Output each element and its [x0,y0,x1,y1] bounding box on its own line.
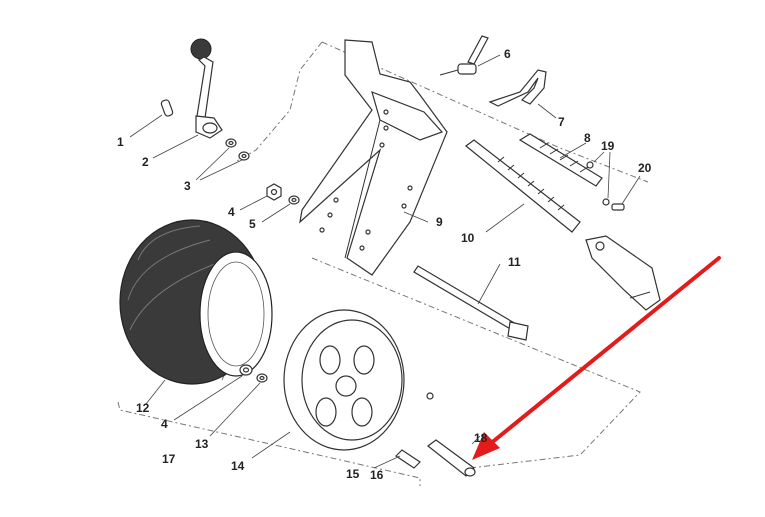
label-17: 17 [162,452,176,466]
part-14-rim [251,309,405,459]
label-3: 3 [184,179,191,193]
label-16: 16 [370,468,384,482]
part-4-13-bearing [173,364,268,437]
part-2-crank-handle [152,38,223,159]
part-19-screw [586,151,611,206]
part-6-hook-bolt [439,35,501,76]
part-20-bolt [611,175,641,211]
part-4-nut-upper [239,183,282,211]
part-10-spindle [465,139,581,233]
label-6: 6 [504,47,511,61]
label-15: 15 [346,467,360,481]
label-20: 20 [638,161,652,175]
label-5: 5 [249,217,256,231]
part-number-labels: 1 2 3 4 5 6 7 8 9 10 11 12 4 13 14 15 16… [117,47,652,482]
part-1-pin [129,99,174,138]
part-15-16-bolt [373,392,434,469]
drawbar-fragment [585,235,661,311]
label-8: 8 [584,131,591,145]
part-11-long-bolt [413,263,529,341]
label-10: 10 [461,231,475,245]
label-9: 9 [436,215,443,229]
label-7: 7 [558,115,565,129]
label-4-lower: 4 [161,417,168,431]
label-12: 12 [136,401,150,415]
label-11: 11 [508,255,521,269]
part-18-spacer-tube [427,435,481,477]
label-1: 1 [117,135,124,149]
part-9-bracket [299,39,448,276]
label-4-upper: 4 [228,205,235,219]
part-12-tyre [119,219,273,405]
label-13: 13 [195,437,209,451]
part-3-washers [195,138,250,181]
part-7-spring-clip [488,69,557,119]
label-2: 2 [142,155,149,169]
part-5-washer [261,195,300,223]
label-19: 19 [601,139,615,153]
label-14: 14 [231,459,245,473]
red-pointer-arrow-icon [472,256,721,460]
part-8-plate [518,133,603,187]
label-18: 18 [474,431,488,445]
